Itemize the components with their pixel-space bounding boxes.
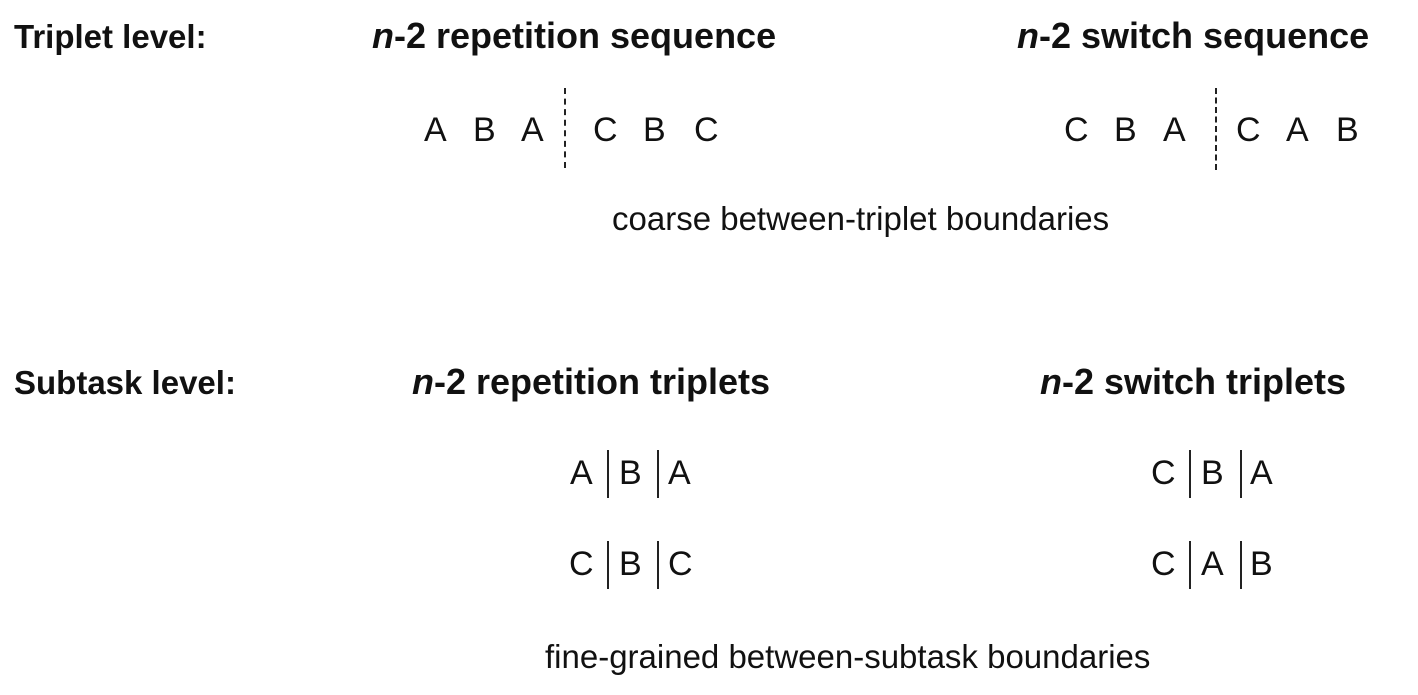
triplet-item: B bbox=[1201, 454, 1224, 492]
subtask-repetition-heading: n-2 repetition triplets bbox=[412, 364, 770, 400]
subtask-boundary-divider bbox=[657, 541, 659, 589]
subtask-boundary-divider bbox=[1240, 450, 1242, 498]
triplet-switch-sequence: C B A C A B bbox=[0, 113, 1418, 153]
triplet-item: A bbox=[570, 454, 593, 492]
sequence-item: A bbox=[521, 111, 544, 149]
sequence-item: B bbox=[643, 111, 666, 149]
sequence-item: B bbox=[473, 111, 496, 149]
subtask-switch-triplet: C B A bbox=[0, 456, 1418, 496]
subtask-boundary-divider bbox=[1189, 450, 1191, 498]
triplet-repetition-heading: n-2 repetition sequence bbox=[372, 18, 776, 54]
subtask-repetition-triplet: A B A bbox=[0, 456, 1418, 496]
triplet-level-label: Triplet level: bbox=[14, 18, 207, 55]
heading-n: n bbox=[1040, 361, 1062, 402]
triplet-item: A bbox=[668, 454, 691, 492]
sequence-item: B bbox=[1336, 111, 1359, 149]
heading-text: -2 switch triplets bbox=[1062, 361, 1347, 402]
heading-n: n bbox=[372, 15, 394, 56]
triplet-caption: coarse between-triplet boundaries bbox=[612, 200, 1110, 237]
subtask-boundary-divider bbox=[607, 541, 609, 589]
triplet-repetition-sequence: A B A C B C bbox=[0, 113, 1418, 153]
subtask-boundary-divider bbox=[1189, 541, 1191, 589]
heading-text: -2 switch sequence bbox=[1039, 15, 1370, 56]
triplet-item: C bbox=[668, 545, 693, 583]
sequence-item: B bbox=[1114, 111, 1137, 149]
heading-n: n bbox=[412, 361, 434, 402]
heading-n: n bbox=[1017, 15, 1039, 56]
subtask-caption: fine-grained between-subtask boundaries bbox=[545, 638, 1151, 675]
subtask-boundary-divider bbox=[1240, 541, 1242, 589]
heading-text: -2 repetition triplets bbox=[434, 361, 771, 402]
sequence-item: C bbox=[1236, 111, 1261, 149]
subtask-switch-triplet: C A B bbox=[0, 547, 1418, 587]
triplet-boundary-divider bbox=[564, 88, 566, 168]
triplet-item: C bbox=[1151, 545, 1176, 583]
triplet-item: B bbox=[619, 545, 642, 583]
sequence-item: C bbox=[1064, 111, 1089, 149]
sequence-item: A bbox=[424, 111, 447, 149]
sequence-item: A bbox=[1163, 111, 1186, 149]
triplet-switch-heading: n-2 switch sequence bbox=[1017, 18, 1369, 54]
subtask-boundary-divider bbox=[607, 450, 609, 498]
subtask-repetition-triplet: C B C bbox=[0, 547, 1418, 587]
sequence-item: C bbox=[593, 111, 618, 149]
sequence-item: C bbox=[694, 111, 719, 149]
triplet-item: C bbox=[1151, 454, 1176, 492]
heading-text: -2 repetition sequence bbox=[394, 15, 777, 56]
triplet-boundary-divider bbox=[1215, 88, 1217, 170]
subtask-level-label: Subtask level: bbox=[14, 364, 236, 401]
subtask-switch-heading: n-2 switch triplets bbox=[1040, 364, 1346, 400]
triplet-item: B bbox=[619, 454, 642, 492]
subtask-boundary-divider bbox=[657, 450, 659, 498]
sequence-item: A bbox=[1286, 111, 1309, 149]
triplet-item: A bbox=[1201, 545, 1224, 583]
triplet-item: A bbox=[1250, 454, 1273, 492]
triplet-item: C bbox=[569, 545, 594, 583]
triplet-item: B bbox=[1250, 545, 1273, 583]
